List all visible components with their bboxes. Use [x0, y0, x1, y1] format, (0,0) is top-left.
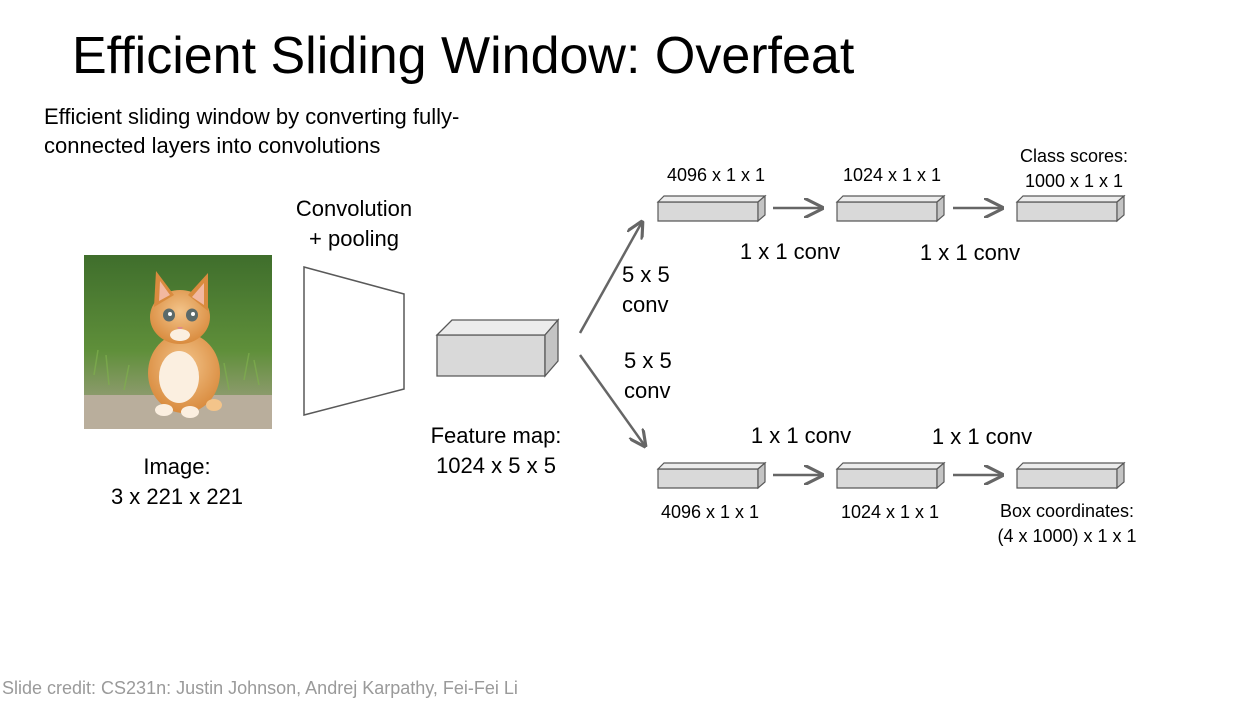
bottom-box-1024-text: 1024 x 1 x 1: [840, 502, 940, 522]
feature-map-line-1: Feature map:: [430, 423, 562, 448]
top-box-4096-label: 4096 x 1 x 1: [648, 163, 784, 188]
conv-pooling-line-2: + pooling: [309, 226, 399, 251]
bottom-box-4096-text: 4096 x 1 x 1: [660, 502, 760, 522]
top-1x1-conv-label-2: 1 x 1 conv: [900, 238, 1040, 268]
feature-map-block: [435, 318, 560, 378]
box-coordinates-label: Box coordinates: (4 x 1000) x 1 x 1: [976, 499, 1158, 549]
conv-pooling-label: Convolution + pooling: [284, 194, 424, 254]
top-5x5-conv-label: 5 x 5 conv: [622, 260, 686, 320]
subtitle-line-2: connected layers into convolutions: [44, 133, 381, 158]
box-coordinates-line-1: Box coordinates:: [999, 501, 1135, 521]
top-box-4096: [656, 194, 767, 223]
bottom-1x1-conv-text-2: 1 x 1 conv: [931, 424, 1033, 449]
arrow-to-top-branch: [578, 222, 642, 334]
kitten-image: [84, 255, 272, 429]
slide-subtitle: Efficient sliding window by converting f…: [44, 102, 564, 160]
top-box-1024: [835, 194, 946, 223]
top-5x5-line-2: conv: [622, 292, 669, 317]
bottom-5x5-line-1: 5 x 5: [624, 348, 672, 373]
image-label: Image: 3 x 221 x 221: [104, 452, 250, 512]
bottom-box-1024-label: 1024 x 1 x 1: [822, 500, 958, 525]
image-label-line-2: 3 x 221 x 221: [110, 484, 244, 509]
feature-map-line-2: 1024 x 5 x 5: [436, 453, 556, 478]
subtitle-line-1: Efficient sliding window by converting f…: [44, 104, 460, 129]
top-box-4096-text: 4096 x 1 x 1: [666, 165, 766, 185]
bottom-1x1-conv-text-1: 1 x 1 conv: [750, 423, 852, 448]
slide-title: Efficient Sliding Window: Overfeat: [72, 27, 855, 85]
arrow-to-bottom-branch: [578, 354, 645, 446]
slide-credit: Slide credit: CS231n: Justin Johnson, An…: [2, 678, 518, 698]
bottom-box-1024: [835, 461, 946, 490]
bottom-5x5-conv-label: 5 x 5 conv: [624, 346, 688, 406]
class-scores-line-1: Class scores:: [1019, 146, 1129, 166]
bottom-1x1-conv-label-1: 1 x 1 conv: [731, 421, 871, 451]
image-label-line-1: Image:: [143, 454, 211, 479]
class-scores-line-2: 1000 x 1 x 1: [1024, 171, 1124, 191]
top-1x1-conv-text-2: 1 x 1 conv: [919, 240, 1021, 265]
bottom-box-4096-label: 4096 x 1 x 1: [642, 500, 778, 525]
top-1x1-conv-text-1: 1 x 1 conv: [739, 239, 841, 264]
top-1x1-conv-label-1: 1 x 1 conv: [720, 237, 860, 267]
top-5x5-line-1: 5 x 5: [622, 262, 670, 287]
box-coordinates-line-2: (4 x 1000) x 1 x 1: [997, 526, 1137, 546]
top-box-1024-text: 1024 x 1 x 1: [842, 165, 942, 185]
conv-pooling-trapezoid: [303, 266, 405, 416]
bottom-5x5-line-2: conv: [624, 378, 671, 403]
top-box-1024-label: 1024 x 1 x 1: [824, 163, 960, 188]
bottom-box-4096: [656, 461, 767, 490]
feature-map-label: Feature map: 1024 x 5 x 5: [418, 421, 574, 481]
bottom-1x1-conv-label-2: 1 x 1 conv: [912, 422, 1052, 452]
top-box-class-scores: [1015, 194, 1126, 223]
class-scores-label: Class scores: 1000 x 1 x 1: [998, 144, 1150, 194]
conv-pooling-line-1: Convolution: [295, 196, 413, 221]
bottom-box-coordinates: [1015, 461, 1126, 490]
